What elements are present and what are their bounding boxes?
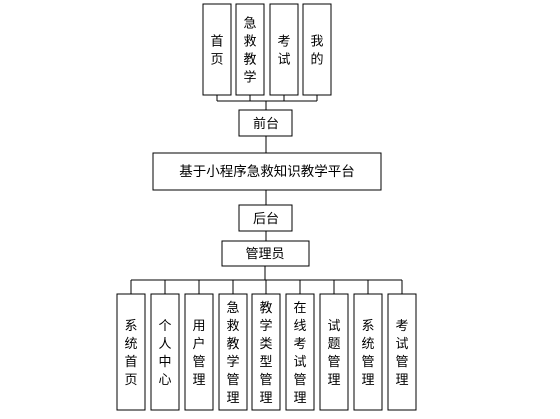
front-end-node: 前台 (238, 109, 293, 137)
admin-module-exam-management-label: 考试管理 (395, 319, 408, 388)
admin-module-question-management: 试题管理 (319, 293, 349, 411)
admin-module-teaching-type-management-label: 教学类型管理 (259, 300, 272, 406)
front-module-mine: 我的 (302, 3, 332, 96)
admin-module-first-aid-teaching-management: 急救教学管理 (218, 293, 248, 411)
front-end-label: 前台 (253, 116, 279, 132)
front-module-exam-label: 考试 (277, 35, 290, 68)
front-module-first-aid-teaching-label: 急救教学 (243, 17, 256, 86)
back-end-label: 后台 (253, 212, 279, 227)
front-module-first-aid-teaching: 急救教学 (235, 3, 265, 96)
admin-module-system-management: 系统管理 (353, 293, 383, 411)
admin-module-question-management-label: 试题管理 (327, 319, 340, 388)
front-connectors (216, 95, 318, 110)
admin-module-user-management: 用户管理 (184, 293, 214, 411)
front-module-exam: 考试 (269, 3, 299, 96)
front-module-mine-label: 我的 (310, 35, 323, 68)
system-title-label: 基于小程序急救知识教学平台 (179, 163, 355, 180)
admin-module-teaching-type-management: 教学类型管理 (251, 293, 281, 411)
admin-module-personal-center-label: 个人中心 (158, 319, 171, 388)
admin-module-online-exam-management: 在线考试管理 (285, 293, 315, 411)
back-end-node: 后台 (238, 204, 293, 232)
admin-node: 管理员 (221, 240, 310, 267)
admin-module-exam-management: 考试管理 (387, 293, 417, 411)
admin-module-user-management-label: 用户管理 (192, 319, 205, 388)
admin-module-system-home-label: 系统首页 (124, 319, 137, 388)
front-module-home: 首页 (202, 3, 232, 96)
front-module-home-label: 首页 (210, 35, 223, 68)
admin-module-online-exam-management-label: 在线考试管理 (293, 301, 306, 406)
admin-module-system-home: 系统首页 (116, 293, 146, 411)
admin-connectors (130, 266, 403, 294)
admin-module-first-aid-teaching-management-label: 急救教学管理 (226, 301, 239, 406)
system-root-node: 基于小程序急救知识教学平台 (152, 152, 382, 191)
admin-module-system-management-label: 系统管理 (361, 319, 374, 388)
admin-label: 管理员 (245, 247, 284, 262)
admin-module-personal-center: 个人中心 (150, 293, 180, 411)
